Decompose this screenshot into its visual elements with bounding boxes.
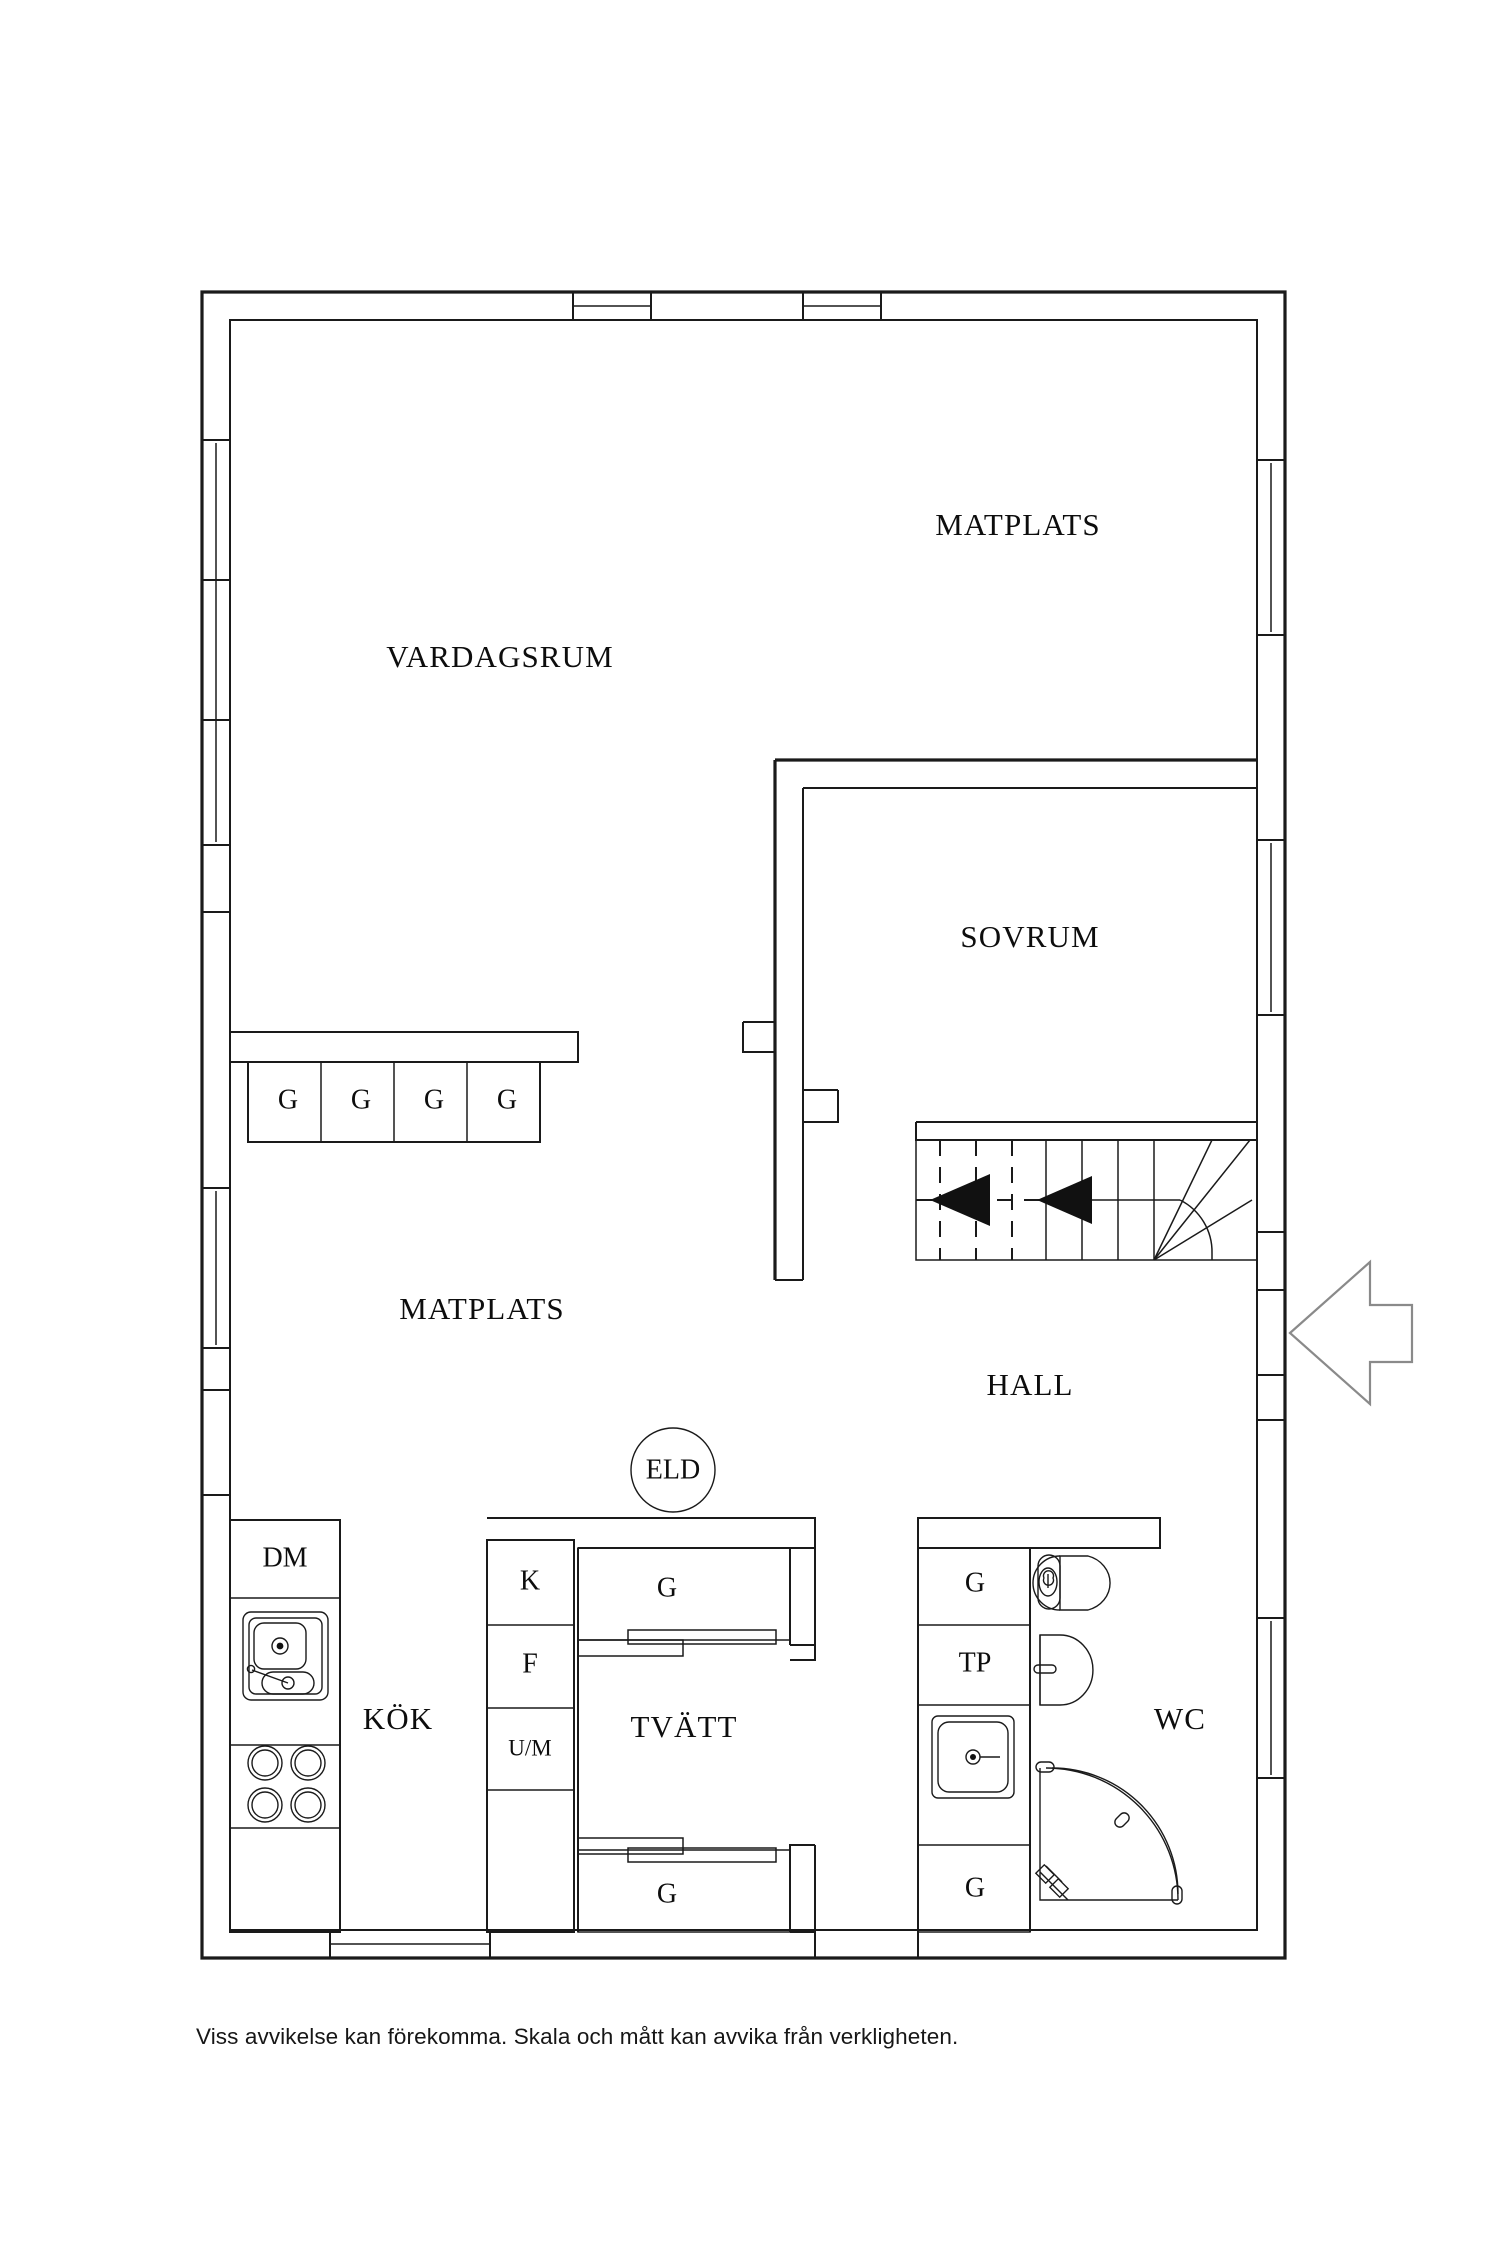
window-right-lower bbox=[1256, 1617, 1286, 1779]
room-label-wc: WC bbox=[1154, 1701, 1206, 1736]
window-right-upper bbox=[1256, 459, 1286, 636]
window-right-middle bbox=[1256, 839, 1286, 1016]
fireplace-icon bbox=[630, 1427, 716, 1513]
wc-cabinet-label-g-bottom: G bbox=[965, 1872, 985, 1903]
toilet-icon bbox=[1032, 1554, 1111, 1611]
cabinet-label-um: U/M bbox=[508, 1735, 551, 1760]
wardrobe-label-4: G bbox=[497, 1084, 517, 1115]
tvatt-closet-top bbox=[577, 1547, 791, 1657]
dishwasher-label: DM bbox=[262, 1542, 307, 1573]
room-label-vardagsrum: VARDAGSRUM bbox=[386, 639, 614, 674]
wc-cabinet-label-g-top: G bbox=[965, 1567, 985, 1598]
wc-cabinet-column bbox=[917, 1547, 1031, 1933]
window-left-upper bbox=[201, 439, 231, 846]
wardrobe-row-group bbox=[230, 1031, 579, 1143]
fireplace-label: ELD bbox=[646, 1454, 700, 1485]
wardrobe-label-1: G bbox=[278, 1084, 298, 1115]
window-top-right bbox=[802, 291, 882, 321]
bottom-wall-openings bbox=[329, 1929, 919, 1959]
wardrobe-label-3: G bbox=[424, 1084, 444, 1115]
kitchen-sink-icon bbox=[242, 1611, 329, 1701]
room-label-kok: KÖK bbox=[363, 1701, 433, 1736]
window-left-lower bbox=[201, 1187, 231, 1349]
washbasin-icon bbox=[1033, 1634, 1094, 1706]
room-label-tvatt: TVÄTT bbox=[630, 1709, 737, 1744]
washing-machine-icon bbox=[931, 1715, 1015, 1799]
kitchen-counter-column bbox=[229, 1519, 341, 1933]
tvatt-closet-bottom bbox=[577, 1837, 791, 1933]
sovrum-partition bbox=[742, 758, 1257, 1281]
shower-icon bbox=[1034, 1761, 1183, 1905]
building-outer-walls bbox=[200, 290, 1287, 1960]
disclaimer-caption: Viss avvikelse kan förekomma. Skala och … bbox=[196, 2024, 959, 2049]
wc-cabinet-label-tp: TP bbox=[959, 1647, 992, 1678]
left-wall-notch-lower bbox=[202, 1347, 231, 1391]
wardrobe-label-2: G bbox=[351, 1084, 371, 1115]
vardagsrum-kok-divider bbox=[201, 911, 231, 1030]
tvatt-closet-label-top: G bbox=[657, 1572, 677, 1603]
entrance-arrow-icon bbox=[1288, 1259, 1414, 1407]
window-top-left bbox=[572, 291, 652, 321]
tvatt-closet-label-bottom: G bbox=[657, 1878, 677, 1909]
room-label-sovrum: SOVRUM bbox=[960, 919, 1099, 954]
cabinet-label-f: F bbox=[522, 1648, 538, 1679]
room-label-matplats-bottom: MATPLATS bbox=[399, 1291, 565, 1326]
staircase bbox=[915, 1095, 1258, 1261]
room-label-matplats-top: MATPLATS bbox=[935, 507, 1101, 542]
room-label-hall: HALL bbox=[986, 1367, 1073, 1402]
entrance-door-opening bbox=[1257, 1231, 1286, 1421]
cabinet-label-k: K bbox=[520, 1565, 540, 1596]
left-wall-notch-kitchen bbox=[202, 1494, 231, 1540]
stove-icon bbox=[247, 1745, 326, 1823]
